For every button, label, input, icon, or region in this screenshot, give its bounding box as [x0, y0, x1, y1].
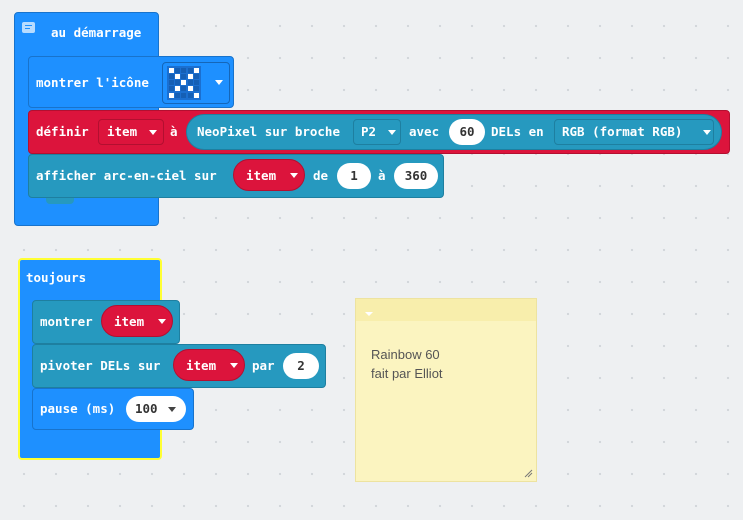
rotate-label: pivoter DELs sur — [40, 358, 161, 373]
resize-handle-icon[interactable] — [523, 468, 533, 478]
block-notch — [50, 430, 78, 436]
from-label: de — [313, 168, 329, 183]
to-label: à — [378, 168, 386, 183]
rainbow-variable[interactable]: item — [233, 159, 305, 191]
pin-value: P2 — [361, 124, 377, 139]
pause-value: 100 — [135, 401, 158, 416]
forever-label: toujours — [26, 270, 87, 285]
chevron-down-icon — [158, 319, 166, 324]
icon-picker-dropdown[interactable] — [162, 62, 230, 104]
leds-in-label: DELs en — [491, 124, 544, 139]
by-label: par — [252, 358, 275, 373]
from-input[interactable]: 1 — [337, 163, 371, 189]
comment-header[interactable] — [356, 299, 536, 321]
chevron-down-icon — [215, 80, 223, 85]
set-variable-name: item — [107, 124, 138, 139]
pin-dropdown[interactable]: P2 — [353, 119, 401, 145]
set-to-label: à — [170, 124, 178, 139]
rainbow-variable-name: item — [246, 168, 277, 183]
pause-dropdown[interactable]: 100 — [126, 396, 186, 422]
rotate-variable-name: item — [186, 358, 217, 373]
led-count-input[interactable]: 60 — [449, 119, 485, 145]
icon-grid-preview — [167, 66, 201, 100]
comment-box[interactable]: Rainbow 60 fait par Elliot — [355, 298, 537, 482]
to-input[interactable]: 360 — [394, 163, 438, 189]
show-icon-label: montrer l'icône — [36, 75, 149, 90]
show-variable[interactable]: item — [101, 305, 173, 337]
comment-line-1: Rainbow 60 — [371, 347, 440, 362]
chevron-down-icon — [168, 407, 176, 412]
chevron-down-icon — [230, 363, 238, 368]
block-notch — [46, 198, 74, 204]
show-variable-name: item — [114, 314, 145, 329]
mode-dropdown[interactable]: RGB (format RGB) — [554, 119, 714, 145]
comment-line-2: fait par Elliot — [371, 366, 443, 381]
set-variable-dropdown[interactable]: item — [98, 119, 164, 145]
by-input[interactable]: 2 — [283, 353, 319, 379]
with-label: avec — [409, 124, 440, 139]
chevron-down-icon — [703, 130, 711, 135]
comment-collapse-icon[interactable] — [365, 312, 373, 316]
pause-label: pause (ms) — [40, 401, 116, 416]
rotate-variable[interactable]: item — [173, 349, 245, 381]
chevron-down-icon — [388, 130, 396, 135]
chevron-down-icon — [290, 173, 298, 178]
on-start-label: au démarrage — [51, 25, 142, 40]
chevron-down-icon — [149, 130, 157, 135]
show-label: montrer — [40, 314, 93, 329]
rainbow-label: afficher arc-en-ciel sur — [36, 168, 217, 183]
mode-value: RGB (format RGB) — [562, 124, 683, 139]
neopixel-pin-label: NeoPixel sur broche — [197, 124, 340, 139]
set-label: définir — [36, 124, 89, 139]
comment-toggle-icon[interactable] — [22, 22, 35, 33]
